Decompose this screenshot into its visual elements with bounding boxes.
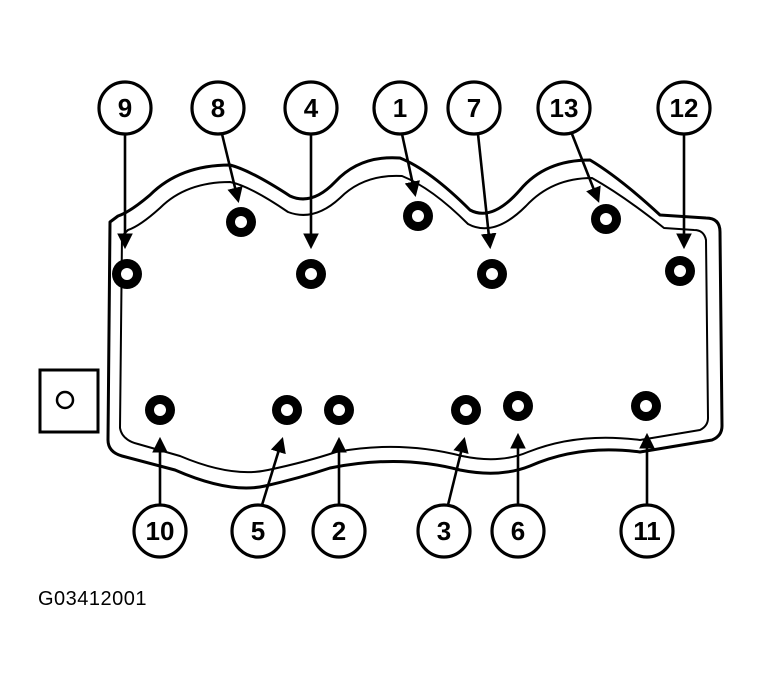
- svg-text:4: 4: [304, 93, 319, 123]
- bolt: [451, 395, 481, 425]
- leader-lines: [117, 133, 692, 506]
- svg-text:10: 10: [146, 516, 175, 546]
- figure-id: G03412001: [38, 588, 148, 610]
- callout-10: 10: [132, 503, 188, 559]
- svg-text:3: 3: [437, 516, 451, 546]
- callouts-top: 9 8 4 1 7 13 12: [97, 80, 712, 136]
- callouts-bottom: 10 5 2 3 6 11: [132, 503, 675, 559]
- svg-text:8: 8: [211, 93, 225, 123]
- callout-6: 6: [490, 503, 546, 559]
- callout-13: 13: [536, 80, 592, 136]
- bolt: [226, 207, 256, 237]
- bolt: [296, 259, 326, 289]
- bolt: [324, 395, 354, 425]
- bolt: [503, 391, 533, 421]
- bolt-group: [112, 201, 695, 425]
- callout-5: 5: [230, 503, 286, 559]
- svg-text:5: 5: [251, 516, 265, 546]
- bolt: [591, 204, 621, 234]
- bolt: [112, 259, 142, 289]
- svg-text:13: 13: [550, 93, 579, 123]
- bolt: [477, 259, 507, 289]
- bolt: [145, 395, 175, 425]
- bolt: [665, 256, 695, 286]
- leader-arrow: [260, 437, 286, 506]
- callout-1: 1: [372, 80, 428, 136]
- callout-3: 3: [416, 503, 472, 559]
- svg-text:9: 9: [118, 93, 132, 123]
- bolt: [403, 201, 433, 231]
- callout-12: 12: [656, 80, 712, 136]
- svg-text:11: 11: [633, 516, 661, 546]
- callout-11: 11: [619, 503, 675, 559]
- leader-arrow: [220, 133, 243, 204]
- svg-text:6: 6: [511, 516, 525, 546]
- svg-text:2: 2: [332, 516, 346, 546]
- callout-2: 2: [311, 503, 367, 559]
- side-mounting-tab: [38, 368, 100, 434]
- leader-arrow: [570, 133, 601, 203]
- leader-arrow: [400, 133, 420, 198]
- svg-text:1: 1: [393, 93, 407, 123]
- svg-text:12: 12: [670, 93, 699, 123]
- callout-9: 9: [97, 80, 153, 136]
- svg-text:7: 7: [467, 93, 481, 123]
- bolt: [272, 395, 302, 425]
- leader-arrow: [446, 436, 469, 506]
- callout-7: 7: [446, 80, 502, 136]
- callout-4: 4: [283, 80, 339, 136]
- leader-arrow: [476, 133, 497, 250]
- callout-8: 8: [190, 80, 246, 136]
- bolt: [631, 391, 661, 421]
- cover-outline: [106, 156, 724, 490]
